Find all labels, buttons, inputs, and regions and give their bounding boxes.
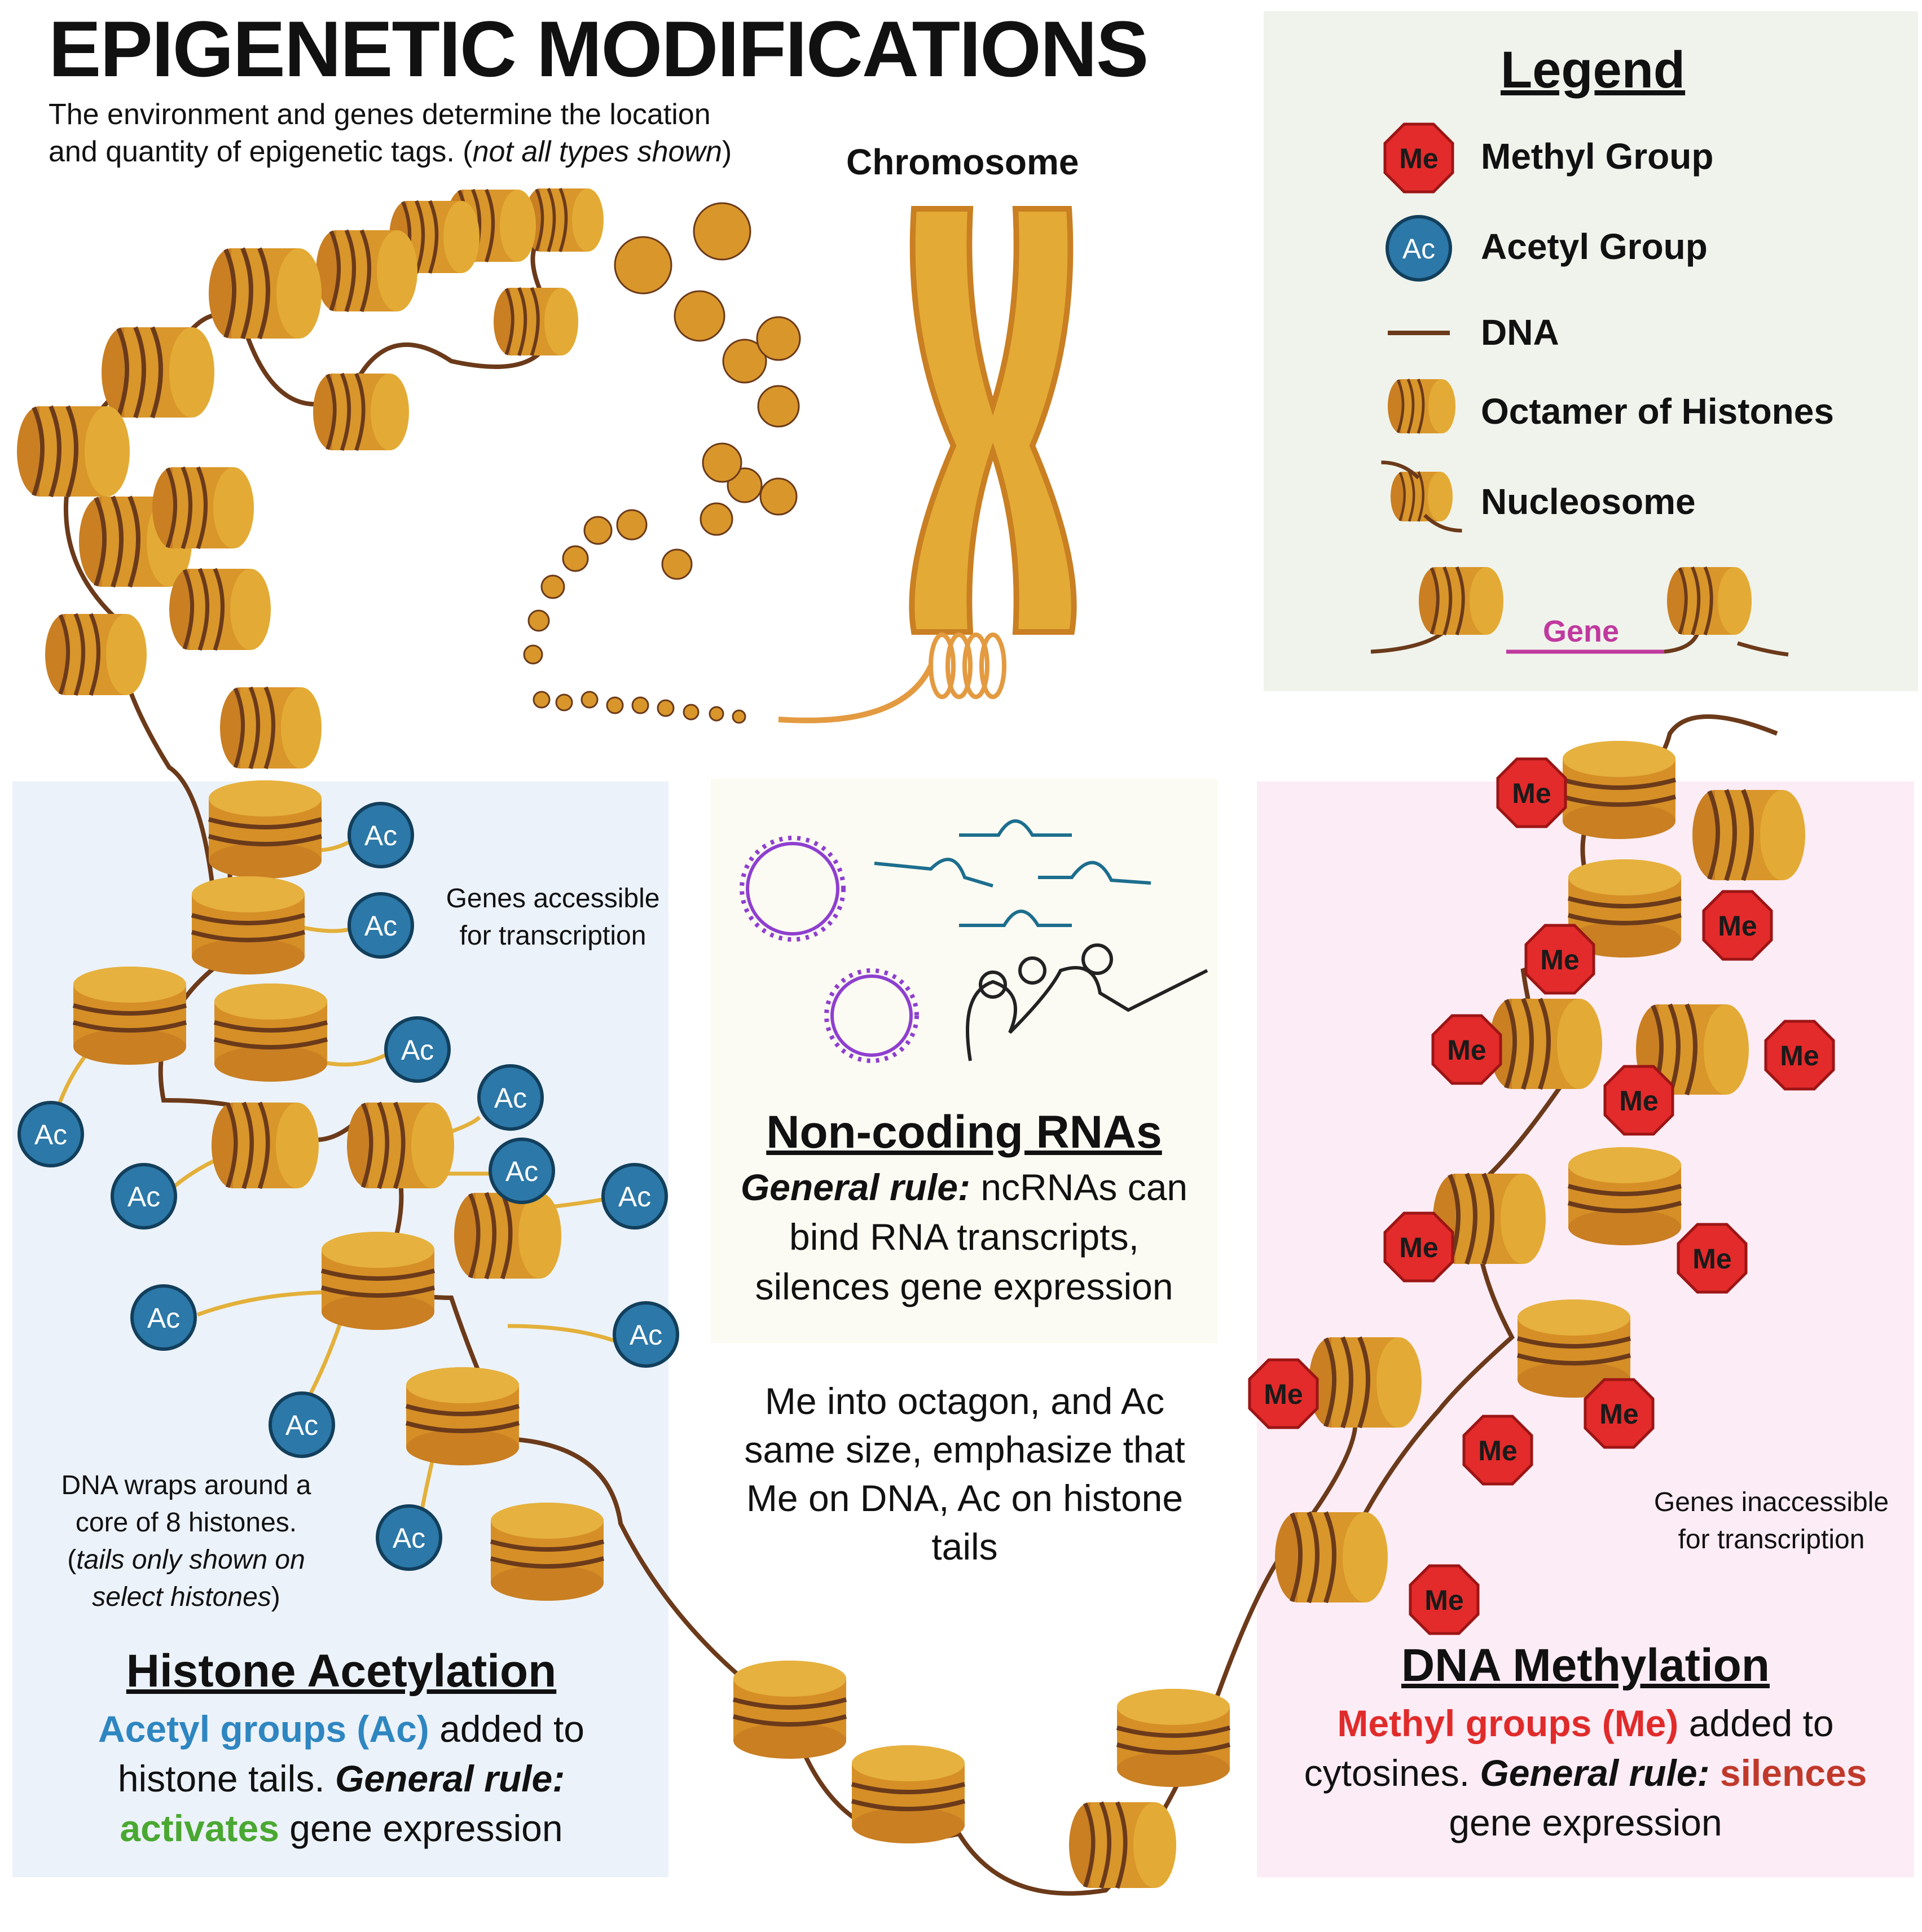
upper-nucleosomes — [17, 188, 604, 769]
ncrna-illustration — [740, 819, 1208, 1063]
ncrna-title: Non-coding RNAs — [766, 1106, 1162, 1158]
subtitle-line-1: The environment and genes determine the … — [49, 98, 711, 131]
legend-gene-label: Gene — [1543, 614, 1620, 648]
subtitle-line-2: and quantity of epigenetic tags. (not al… — [49, 135, 732, 168]
legend-methyl-label: Methyl Group — [1481, 136, 1714, 177]
center-note: Me into octagon, and Ac same size, empha… — [744, 1380, 1185, 1567]
accessible-note: Genes accessible for transcription — [446, 884, 660, 951]
acetylation-title: Histone Acetylation — [126, 1645, 557, 1697]
legend-title: Legend — [1501, 41, 1686, 99]
legend-nucleosome-label: Nucleosome — [1481, 481, 1696, 522]
legend-acetyl-label: Acetyl Group — [1481, 226, 1708, 267]
chromosome-label: Chromosome — [846, 142, 1079, 182]
methylation-title: DNA Methylation — [1401, 1640, 1770, 1691]
chromosome-illustration — [778, 206, 1077, 723]
page-subtitle: The environment and genes determine the … — [49, 96, 782, 170]
methylation-body: Methyl groups (Me) added to cytosines. G… — [1304, 1702, 1867, 1843]
inaccessible-note: Genes inaccessible for transcription — [1653, 1487, 1889, 1555]
histone-wrap-note: DNA wraps around a core of 8 histones. (… — [61, 1470, 311, 1612]
page-title: EPIGENETIC MODIFICATIONS — [49, 5, 1149, 93]
legend-icons — [1370, 124, 1789, 657]
ncrna-body: General rule: ncRNAs can bind RNA transc… — [740, 1166, 1188, 1307]
legend-dna-label: DNA — [1481, 312, 1559, 353]
bead-string — [523, 202, 801, 724]
legend-panel — [1264, 11, 1918, 691]
acetylation-body: Acetyl groups (Ac) added to histone tail… — [98, 1708, 584, 1849]
legend-histone-label: Octamer of Histones — [1481, 391, 1834, 432]
